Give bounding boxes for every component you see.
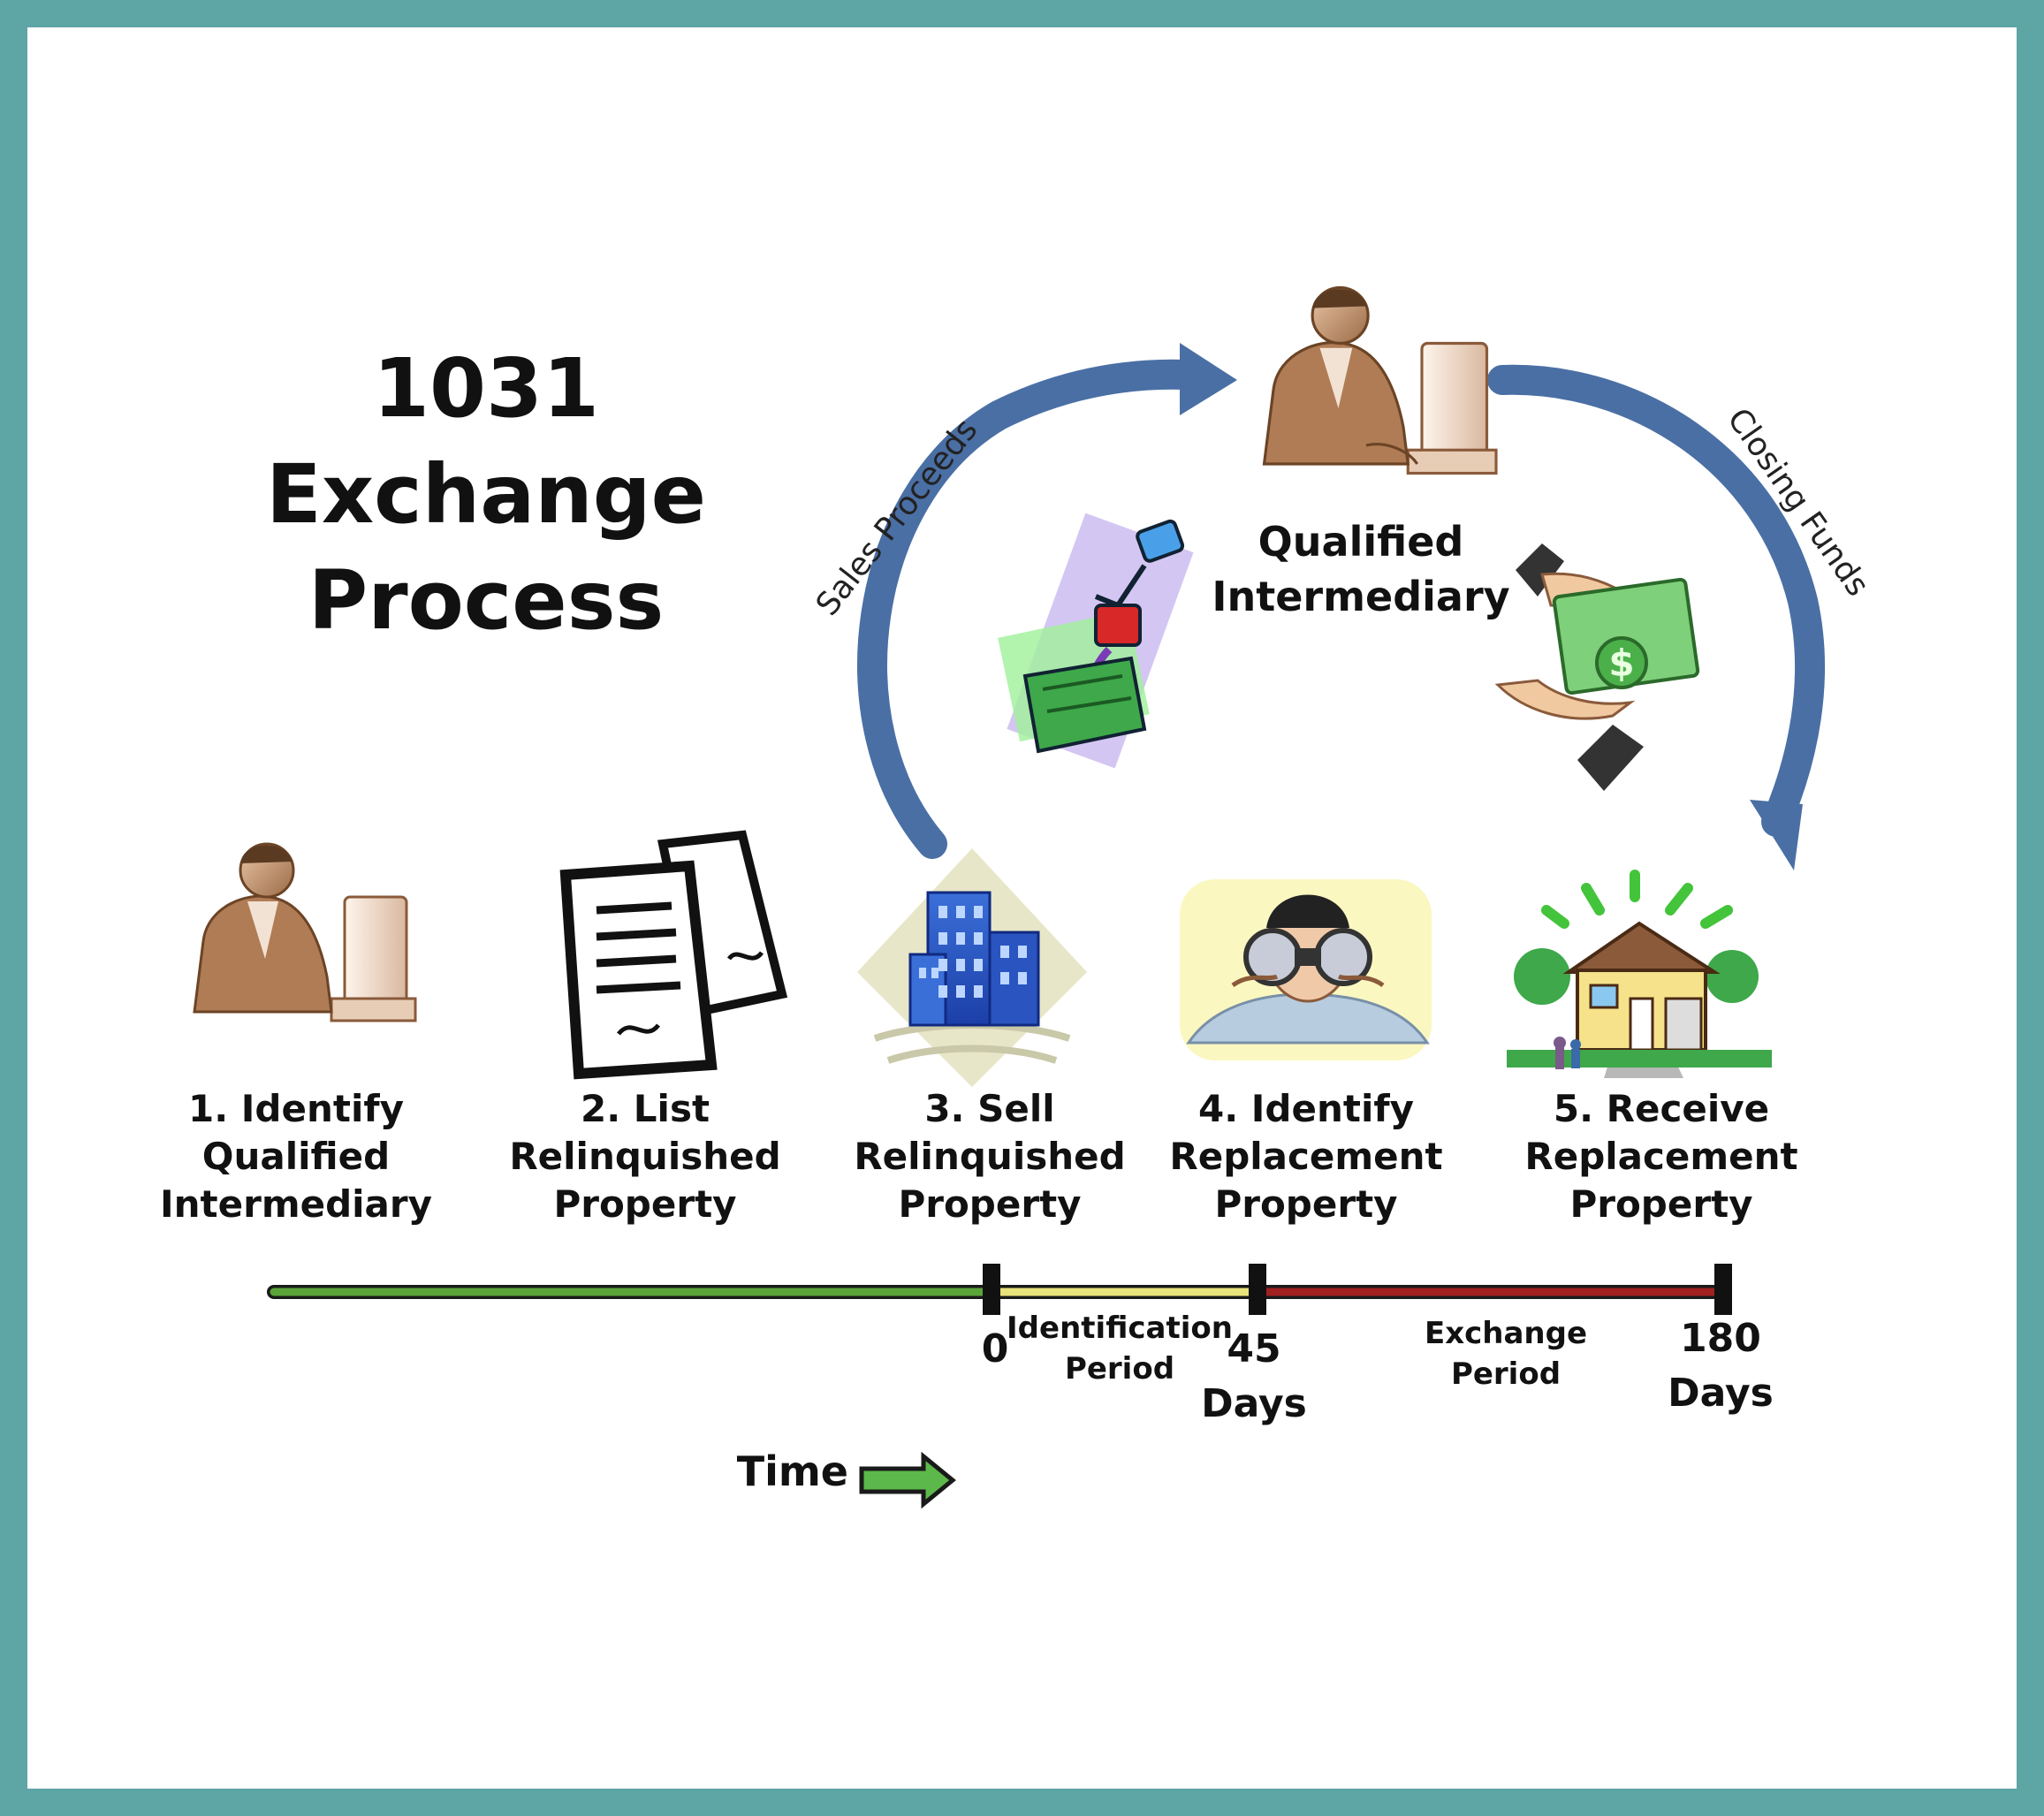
step-3-line-2: Relinquished	[854, 1135, 1126, 1178]
tick-45-unit: Days	[1201, 1381, 1307, 1426]
exchange-period-line-2: Period	[1450, 1356, 1561, 1392]
tick-45-label: 45 Days	[1166, 1322, 1342, 1432]
step-3-label: 3. Sell Relinquished Property	[840, 1085, 1140, 1228]
step-4-line-2: Replacement	[1169, 1135, 1443, 1178]
step-5-label: 5. Receive Replacement Property	[1511, 1085, 1812, 1228]
step-5-line-2: Replacement	[1524, 1135, 1798, 1178]
step-3-number: 3.	[924, 1087, 965, 1130]
tick-180-marker	[1714, 1264, 1732, 1315]
identification-period-line-1: Identification	[1007, 1311, 1233, 1346]
step-4-line-1: 4. Identify	[1156, 1085, 1456, 1133]
step-2-number: 2.	[580, 1087, 621, 1130]
step-3-title: Sell	[977, 1087, 1055, 1130]
step-4-label: 4. Identify Replacement Property	[1156, 1085, 1456, 1228]
intermediary-label-line-1: Qualified	[1258, 518, 1464, 566]
svg-text:$: $	[1608, 642, 1634, 685]
step-4-number: 4.	[1197, 1087, 1239, 1130]
step-4-line-3: Property	[1214, 1182, 1398, 1226]
step-2-documents-icon	[559, 830, 788, 1080]
step-4-binoculars-icon	[1180, 879, 1432, 1060]
tick-45-value: 45	[1227, 1326, 1281, 1371]
step-3-line-3: Property	[898, 1182, 1082, 1226]
step-2-label: 2. List Relinquished Property	[495, 1085, 795, 1228]
step-5-line-1: 5. Receive	[1511, 1085, 1812, 1133]
money-handcuff-icon	[998, 513, 1194, 769]
tick-0-label: 0	[907, 1322, 1083, 1377]
step-5-number: 5.	[1553, 1087, 1594, 1130]
step-1-number: 1.	[187, 1087, 229, 1130]
intermediary-label: Qualified Intermediary	[1211, 514, 1511, 624]
step-5-house-icon	[1507, 870, 1772, 1078]
step-2-line-2: Relinquished	[509, 1135, 781, 1178]
timeline	[267, 1264, 1732, 1315]
time-label: Time	[736, 1447, 848, 1495]
step-1-line-1: 1. Identify	[146, 1085, 446, 1133]
step-3-line-1: 3. Sell	[840, 1085, 1140, 1133]
closing-funds-arrow	[1487, 364, 1826, 870]
intermediary-label-line-2: Intermediary	[1212, 573, 1510, 620]
step-5-title: Receive	[1606, 1087, 1770, 1130]
tick-45-marker	[1249, 1264, 1266, 1315]
step-2-line-1: 2. List	[495, 1085, 795, 1133]
step-5-line-3: Property	[1569, 1182, 1753, 1226]
step-1-line-2: Qualified	[201, 1135, 391, 1178]
intermediary-businessman-icon	[1262, 285, 1498, 475]
identification-period-label: Identification Period	[1005, 1308, 1235, 1389]
tick-180-unit: Days	[1668, 1371, 1774, 1416]
step-2-line-3: Property	[553, 1182, 737, 1226]
exchange-period-line-1: Exchange	[1424, 1316, 1588, 1351]
sales-proceeds-arrow	[857, 343, 1237, 859]
tick-180-value: 180	[1680, 1316, 1761, 1361]
tick-180-label: 180 Days	[1632, 1311, 1809, 1421]
tick-0-value: 0	[981, 1326, 1009, 1371]
step-1-businessman-icon	[193, 842, 417, 1022]
step-1-label: 1. Identify Qualified Intermediary	[146, 1085, 446, 1228]
step-1-title: Identify	[240, 1087, 404, 1130]
step-2-title: List	[633, 1087, 710, 1130]
exchange-period-label: Exchange Period	[1391, 1313, 1621, 1394]
identification-period-line-2: Period	[1064, 1351, 1175, 1387]
step-4-title: Identify	[1250, 1087, 1414, 1130]
title-line-1: 1031 Exchange	[265, 341, 707, 542]
tick-0-marker	[983, 1264, 1000, 1315]
time-arrow-icon	[859, 1451, 956, 1509]
step-3-building-icon	[857, 848, 1087, 1087]
step-1-line-3: Intermediary	[160, 1182, 432, 1226]
page-title: 1031 Exchange Process	[150, 336, 822, 654]
title-line-2: Process	[308, 553, 665, 648]
hands-exchanging-money-icon: $	[1494, 543, 1700, 791]
